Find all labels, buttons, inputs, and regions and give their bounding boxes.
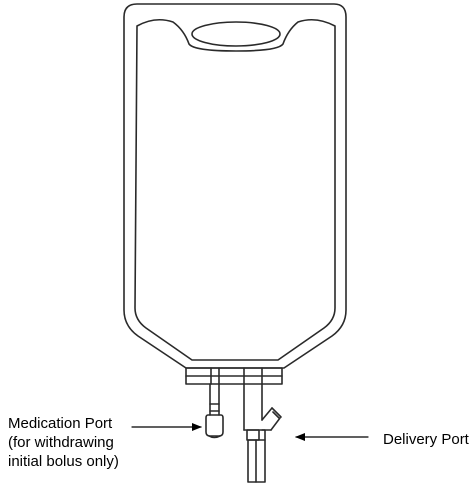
hanger-hole bbox=[191, 21, 281, 47]
bag-inner-seal bbox=[134, 18, 336, 361]
medication-port-label-line2: (for withdrawing bbox=[8, 434, 114, 451]
delivery-port-label: Delivery Port bbox=[383, 431, 469, 448]
medication-port-label-line3: initial bolus only) bbox=[8, 453, 119, 470]
medication-port-label-line1: Medication Port bbox=[8, 415, 113, 432]
delivery-port bbox=[243, 383, 282, 483]
medication-port-label: Medication Port (for withdrawing initial… bbox=[8, 414, 119, 471]
bag-outline bbox=[123, 3, 347, 369]
medication-port bbox=[205, 383, 224, 439]
